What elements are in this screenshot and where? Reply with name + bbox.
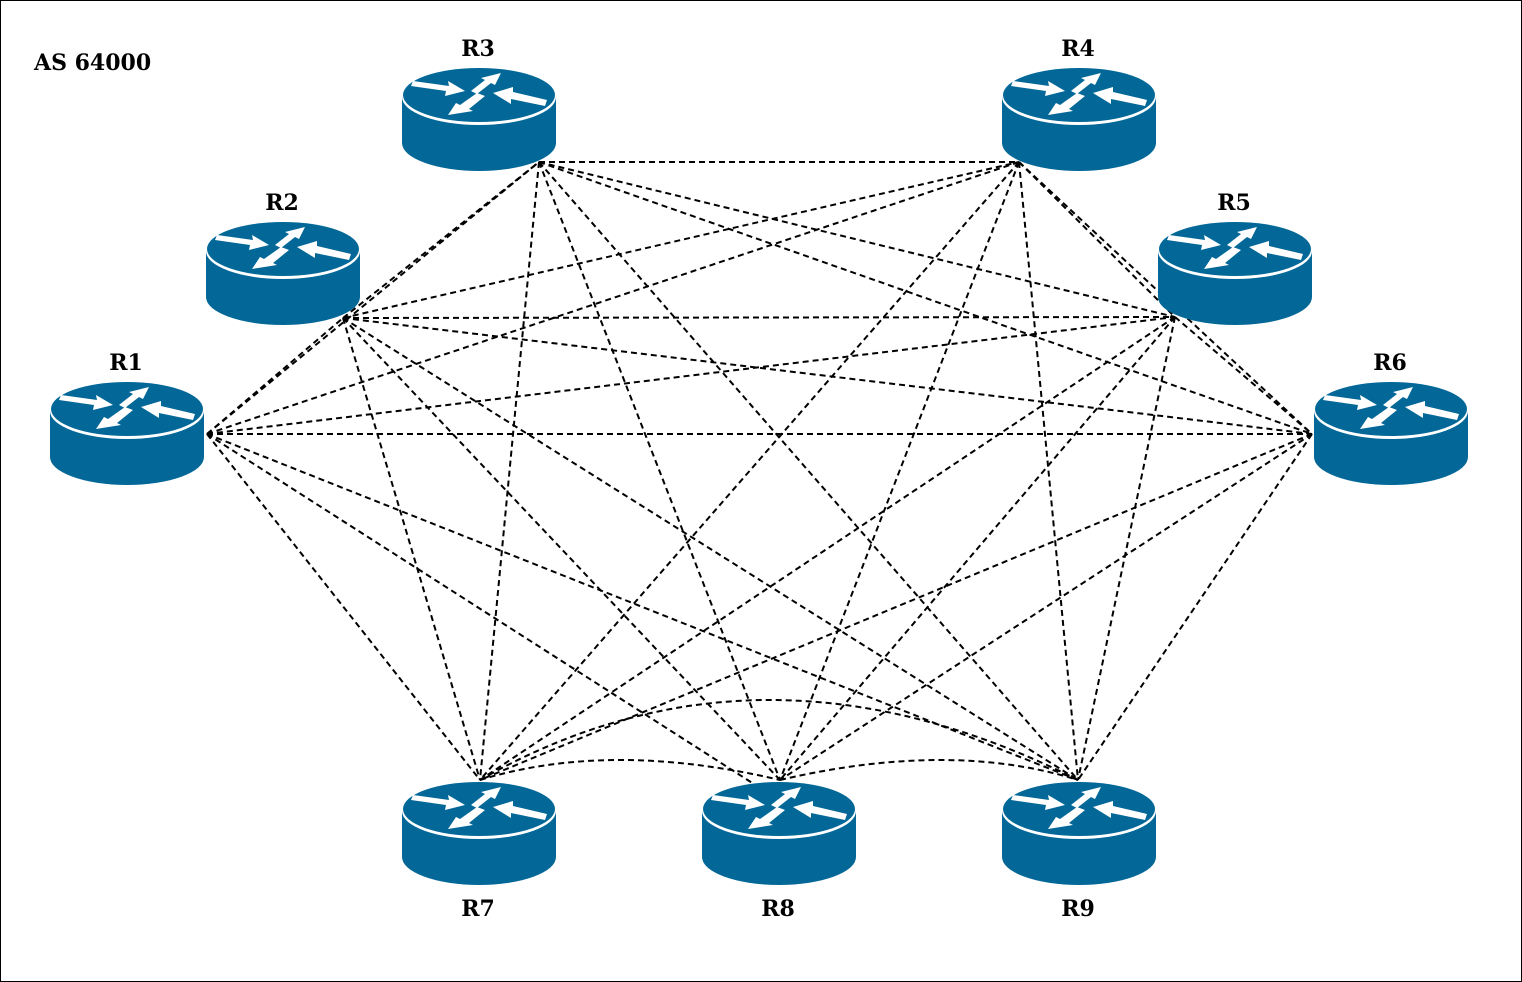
- router-r4[interactable]: R4: [1002, 36, 1156, 171]
- link-r5-r9: [1077, 316, 1176, 781]
- router-label: R5: [1217, 190, 1251, 216]
- router-icon: [402, 68, 556, 171]
- link-r4-r5: [1018, 161, 1176, 318]
- link-r4-r8: [779, 161, 1020, 781]
- link-r2-r3: [342, 161, 540, 319]
- router-r9[interactable]: R9: [1002, 782, 1156, 922]
- link-r1-r7: [206, 433, 481, 781]
- link-r1-r4: [206, 161, 1020, 435]
- link-r4-r7: [479, 161, 1020, 781]
- link-r7-r8: [479, 759, 781, 781]
- link-r6-r8: [779, 433, 1313, 781]
- router-icon: [50, 382, 204, 485]
- link-r2-r7: [342, 317, 481, 781]
- router-label: R8: [761, 896, 795, 922]
- link-r3-r8: [538, 161, 781, 781]
- link-r1-r9: [206, 433, 1079, 781]
- router-icon: [1158, 222, 1312, 325]
- router-label: R6: [1373, 350, 1407, 376]
- link-r1-r2: [206, 317, 344, 435]
- router-r5[interactable]: R5: [1158, 190, 1312, 325]
- router-icon: [206, 222, 360, 325]
- router-icon: [1314, 382, 1468, 485]
- router-label: R7: [461, 896, 495, 922]
- link-r5-r8: [779, 316, 1176, 781]
- router-r1[interactable]: R1: [50, 350, 204, 485]
- router-r7[interactable]: R7: [402, 782, 556, 922]
- router-label: R4: [1061, 36, 1095, 62]
- link-r6-r7: [479, 433, 1313, 781]
- router-label: R3: [461, 36, 495, 62]
- link-r2-r8: [342, 317, 781, 781]
- link-r3-r7: [479, 161, 540, 781]
- link-r3-r9: [538, 161, 1079, 781]
- link-r8-r9: [779, 759, 1079, 781]
- links-layer: [206, 161, 1313, 803]
- link-r5-r6: [1174, 316, 1313, 435]
- link-r7-r9: [479, 699, 1079, 781]
- router-icon: [1002, 782, 1156, 885]
- router-icon: [1002, 68, 1156, 171]
- router-icon: [402, 782, 556, 885]
- router-r3[interactable]: R3: [402, 36, 556, 171]
- link-r1-r3: [206, 161, 540, 435]
- link-r2-r4: [342, 161, 1020, 319]
- link-r2-r9: [342, 317, 1079, 781]
- router-r6[interactable]: R6: [1314, 350, 1468, 485]
- router-label: R1: [109, 350, 143, 376]
- link-r3-r6: [538, 161, 1313, 435]
- link-r2-r6: [342, 317, 1313, 435]
- router-r2[interactable]: R2: [206, 190, 360, 325]
- router-icon: [702, 782, 856, 885]
- link-r4-r6: [1018, 161, 1313, 435]
- router-label: R2: [265, 190, 299, 216]
- link-r5-r7: [479, 316, 1176, 781]
- link-r1-r5: [206, 316, 1176, 435]
- as-number-label: AS 64000: [33, 50, 151, 76]
- link-r1-r8: [206, 433, 783, 803]
- router-label: R9: [1061, 896, 1095, 922]
- link-r3-r5: [538, 161, 1176, 318]
- link-r4-r9: [1018, 161, 1079, 781]
- link-r2-r5: [342, 316, 1176, 319]
- link-r6-r9: [1077, 433, 1313, 781]
- router-r8[interactable]: R8: [702, 782, 856, 922]
